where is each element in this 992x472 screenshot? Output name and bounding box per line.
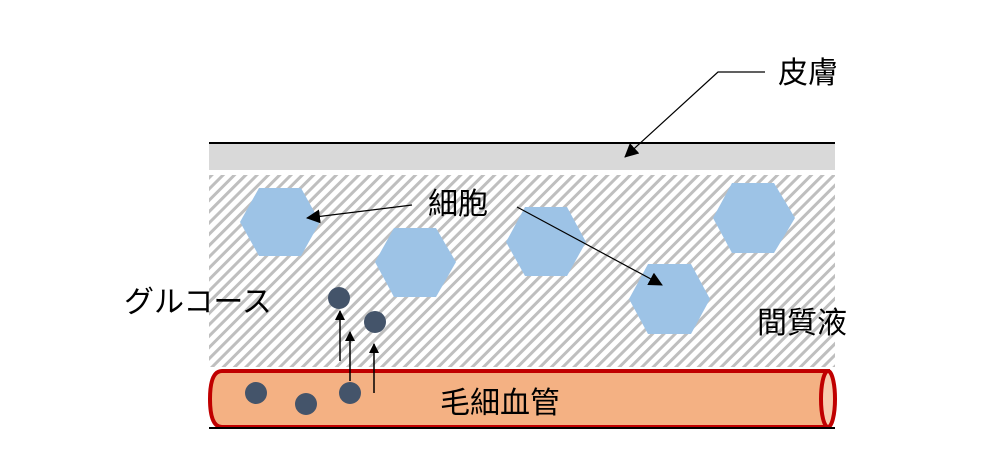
cell-callout-line <box>516 206 663 286</box>
cell-callout-line <box>306 204 413 224</box>
cell-hexagon <box>240 188 320 256</box>
skin-callout-line <box>624 71 765 158</box>
cell-hexagon <box>506 207 586 276</box>
capillary-opening <box>819 369 837 429</box>
glucose-molecule <box>245 382 267 404</box>
cell-hexagon <box>375 228 456 297</box>
interstitial-fluid-label: 間質液 <box>757 306 847 341</box>
cell-hexagon <box>713 183 795 253</box>
capillary-label: 毛細血管 <box>440 386 560 421</box>
glucose-molecule <box>339 382 361 404</box>
glucose-molecule <box>364 311 386 333</box>
skin-label: 皮膚 <box>778 56 838 91</box>
glucose-molecule <box>328 287 350 309</box>
capillary <box>207 369 837 429</box>
glucose-molecule <box>295 393 317 415</box>
skin-layer <box>209 144 835 170</box>
glucose-label: グルコース <box>124 285 272 320</box>
cell-label: 細胞 <box>428 187 488 222</box>
